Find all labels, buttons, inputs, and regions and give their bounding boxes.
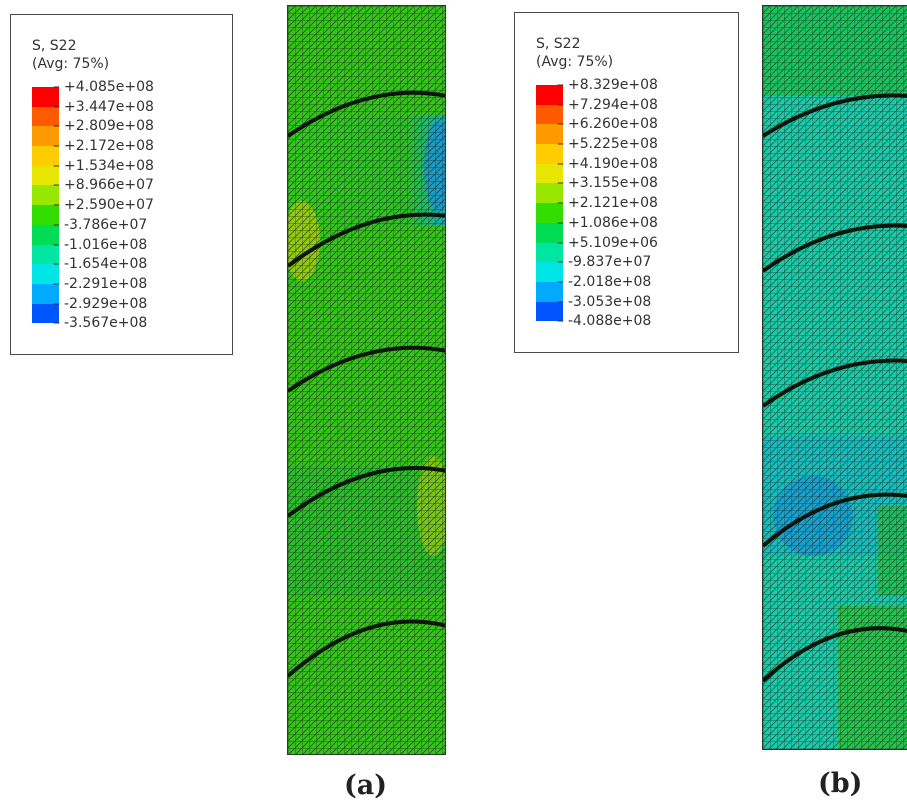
legend-title: S, S22 (32, 38, 77, 54)
scale-label: +2.590e+07 (53, 196, 154, 216)
scale-label: +3.155e+08 (557, 174, 658, 194)
scale-label: +5.109e+06 (557, 234, 658, 254)
scale-labels: +4.085e+08 +3.447e+08 +2.809e+08 +2.172e… (53, 78, 154, 334)
scale-label: +6.260e+08 (557, 115, 658, 135)
scale-label: +8.329e+08 (557, 76, 658, 96)
scale-label: +3.447e+08 (53, 98, 154, 118)
scale-label: +2.172e+08 (53, 137, 154, 157)
stress-contour-a (287, 5, 446, 755)
scale-label: -3.053e+08 (557, 293, 658, 313)
scale-label: +1.534e+08 (53, 157, 154, 177)
scale-label: -1.016e+08 (53, 236, 154, 256)
legend-subtitle: (Avg: 75%) (32, 56, 110, 72)
scale-label: -3.786e+07 (53, 216, 154, 236)
scale-label: -9.837e+07 (557, 253, 658, 273)
legend-panel-b: S, S22 (Avg: 75%) +8.329e+08 +7.294e+08 … (514, 12, 739, 353)
legend-title: S, S22 (536, 36, 581, 52)
legend-subtitle: (Avg: 75%) (536, 54, 614, 70)
scale-label: +2.809e+08 (53, 117, 154, 137)
panel-caption-b: (b) (818, 768, 863, 799)
scale-label: +2.121e+08 (557, 194, 658, 214)
scale-label: -3.567e+08 (53, 314, 154, 334)
scale-labels: +8.329e+08 +7.294e+08 +6.260e+08 +5.225e… (557, 76, 658, 332)
panel-caption-a: (a) (344, 770, 388, 801)
scale-label: -2.291e+08 (53, 275, 154, 295)
scale-label: -2.929e+08 (53, 295, 154, 315)
scale-label: -1.654e+08 (53, 255, 154, 275)
scale-label: +4.085e+08 (53, 78, 154, 98)
scale-label: +8.966e+07 (53, 176, 154, 196)
scale-label: +5.225e+08 (557, 135, 658, 155)
scale-label: -2.018e+08 (557, 273, 658, 293)
scale-label: -4.088e+08 (557, 312, 658, 332)
scale-label: +1.086e+08 (557, 214, 658, 234)
legend-panel-a: S, S22 (Avg: 75%) +4.085e+08 +3.447e+08 … (10, 14, 233, 355)
scale-label: +7.294e+08 (557, 96, 658, 116)
scale-label: +4.190e+08 (557, 155, 658, 175)
stress-contour-b (762, 5, 907, 750)
